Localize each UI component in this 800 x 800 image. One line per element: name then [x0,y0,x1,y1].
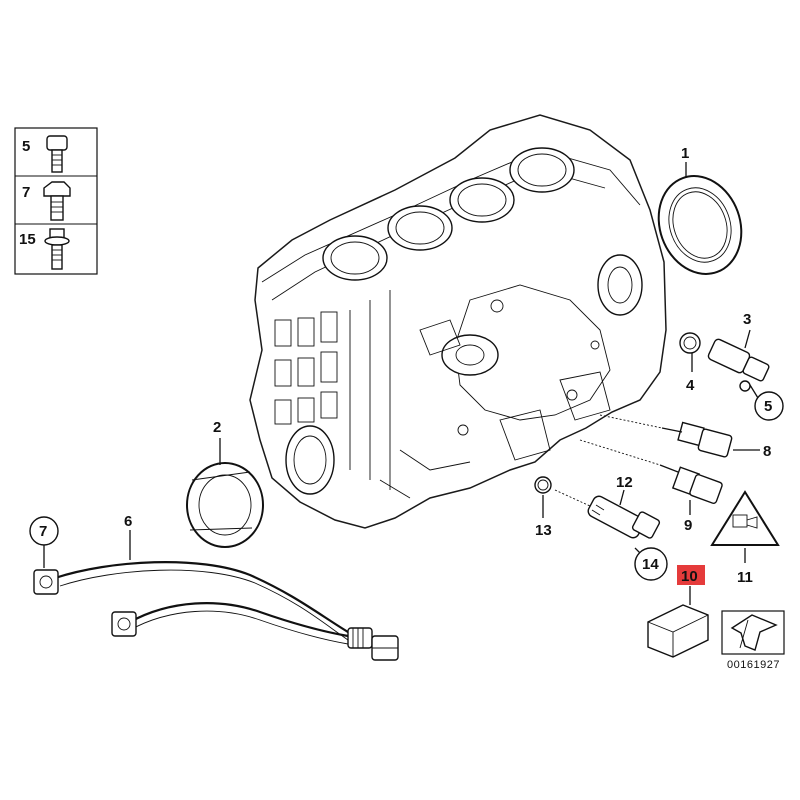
callout-5: 5 [764,398,772,415]
part-1-shaft-seal [657,175,743,275]
part-6-knock-sensor-harness [54,561,399,661]
part-11-warning-symbol [710,490,780,546]
callout-8: 8 [763,443,771,460]
screw-icon [46,135,68,173]
callout-2: 2 [213,419,221,436]
part-4-o-ring [679,332,701,354]
flange-bolt-icon [44,228,70,270]
engine-block [249,114,667,529]
callout-7-circle: 7 [29,516,59,546]
callout-4: 4 [686,377,695,394]
part-2-shaft-seal [186,462,264,548]
callout-10-highlight [677,565,705,585]
callout-14: 14 [642,556,659,573]
hex-bolt-icon [43,181,71,221]
cylinder-bores [322,147,575,281]
reference-arrow-box [721,610,785,655]
callout-10: 10 [681,568,698,585]
callout-1: 1 [681,145,689,162]
callout-7: 7 [39,523,47,540]
knock-sensor-eye-2 [111,611,137,637]
callout-3: 3 [743,311,751,328]
diagram-reference-number: 00161927 [727,659,780,671]
part-3-sensor [707,338,770,392]
part-10-kit-box [647,604,709,658]
legend-number-15: 15 [19,231,36,248]
legend-number-5: 5 [22,138,30,155]
part-9-temperature-sensor [659,464,723,504]
part-12-solenoid-valve [587,495,661,539]
callout-13: 13 [535,522,552,539]
fastener-legend: 5 7 15 [14,127,98,275]
legend-number-7: 7 [22,184,30,201]
part-8-oil-pressure-switch [661,421,733,458]
callout-11: 11 [737,569,753,586]
callout-6: 6 [124,513,132,530]
callout-5-circle: 5 [754,391,784,421]
part-13-seal-ring [534,476,552,494]
callout-14-circle: 14 [634,547,668,581]
knock-sensor-eye-1 [33,569,59,595]
callout-12: 12 [616,474,633,491]
callout-9: 9 [684,517,692,534]
